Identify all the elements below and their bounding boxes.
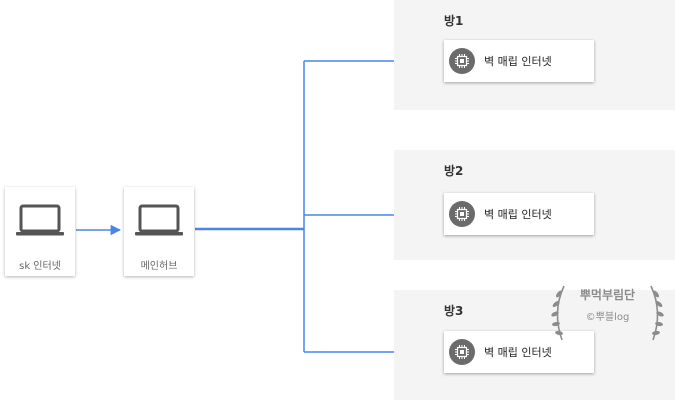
laptop-icon (135, 204, 183, 236)
device-label: 벽 매립 인터넷 (484, 208, 552, 221)
room-title: 방2 (444, 164, 464, 178)
watermark-title: 뿌먹부림단 (579, 288, 636, 302)
room-3: 방3 벽 매립 인터넷 (394, 290, 675, 400)
room-title: 방3 (444, 304, 464, 318)
chip-icon (449, 48, 475, 74)
device-label: 벽 매립 인터넷 (484, 346, 552, 359)
chip-icon (449, 339, 475, 365)
room-1: 방1 벽 매립 인터넷 (394, 0, 675, 110)
device-card[interactable]: 벽 매립 인터넷 (444, 331, 594, 373)
watermark: 뿌먹부림단 ©뿌블log (550, 282, 665, 344)
laptop-icon (16, 204, 64, 236)
laurel-right-icon (650, 285, 664, 341)
hub-label: 메인허브 (140, 261, 178, 272)
room-2: 방2 벽 매립 인터넷 (394, 150, 675, 260)
device-card[interactable]: 벽 매립 인터넷 (444, 193, 594, 235)
hub-node[interactable]: 메인허브 (124, 187, 194, 276)
device-card[interactable]: 벽 매립 인터넷 (444, 40, 594, 82)
watermark-credit: ©뿌블log (585, 312, 630, 323)
device-label: 벽 매립 인터넷 (484, 55, 552, 68)
laurel-left-icon (551, 285, 565, 341)
source-label: sk 인터넷 (19, 261, 61, 272)
chip-icon (449, 201, 475, 227)
room-title: 방1 (444, 14, 464, 28)
source-node[interactable]: sk 인터넷 (5, 187, 75, 276)
